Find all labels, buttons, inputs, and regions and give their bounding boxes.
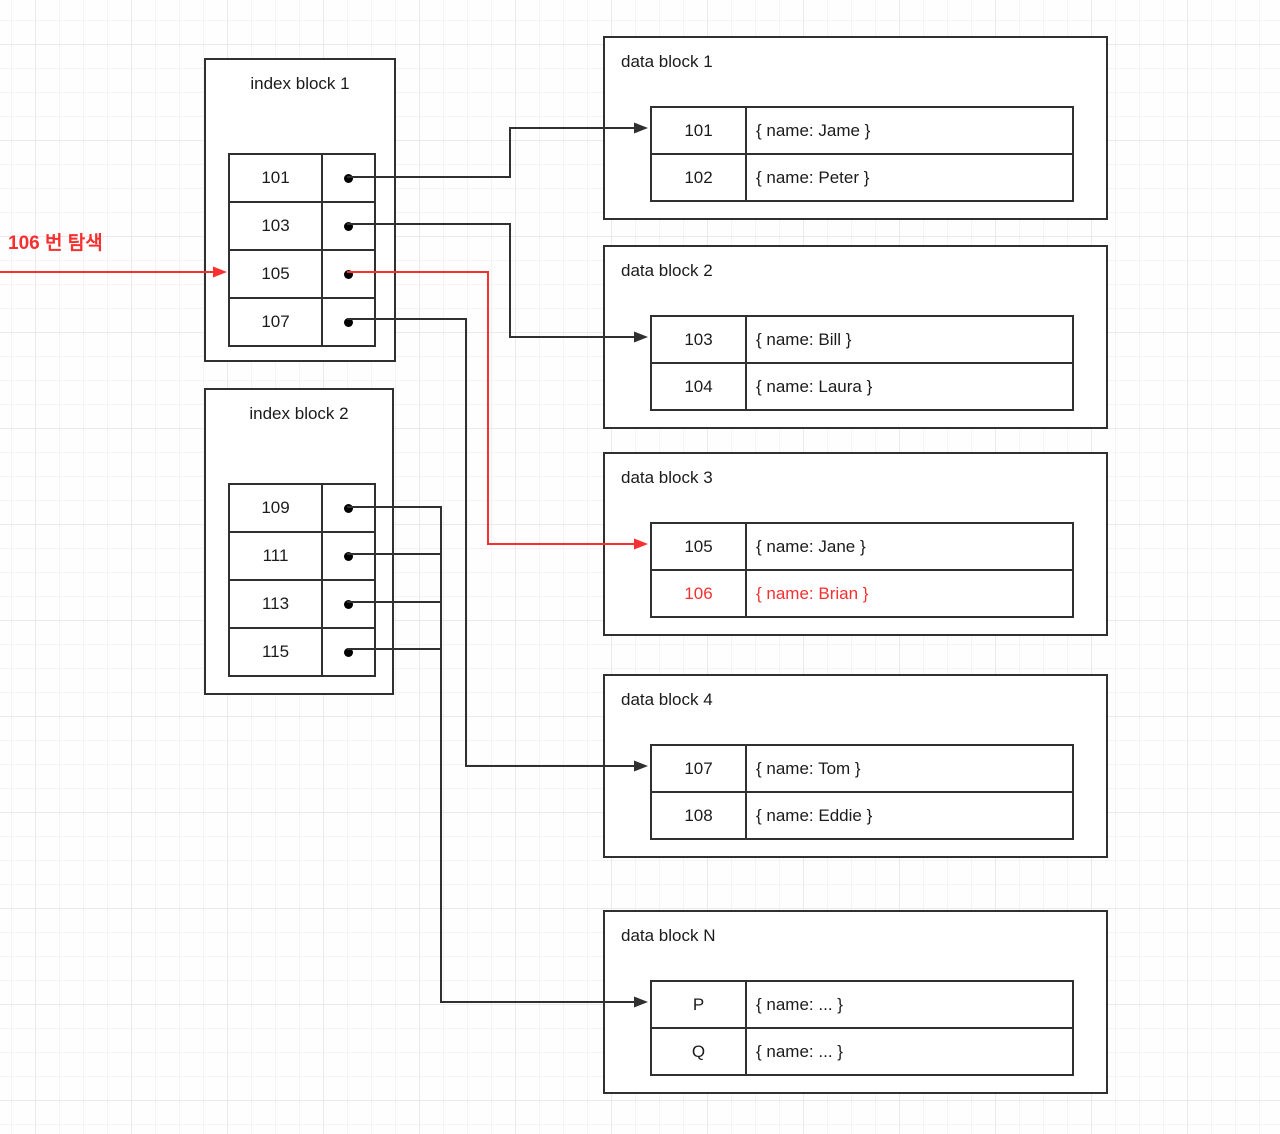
search-annotation-label: 106 번 탐색 [8, 233, 103, 254]
index-key: 107 [230, 299, 323, 345]
data-block-3-title: data block 3 [621, 468, 713, 487]
record-key: 106 [652, 571, 747, 616]
record-key: 107 [652, 746, 747, 791]
data-block-N-table: P { name: ... } Q { name: ... } [650, 980, 1074, 1076]
pointer-dot-icon [344, 221, 353, 231]
pointer-dot-icon [344, 503, 353, 513]
index-block-2: index block 2 109 111 113 115 [204, 388, 394, 695]
pointer-cell [323, 299, 374, 345]
index-key: 109 [230, 485, 323, 531]
index-row-101: 101 [230, 155, 374, 201]
data-block-1: data block 1 101 { name: Jame } 102 { na… [603, 36, 1108, 220]
data-block-4-table: 107 { name: Tom } 108 { name: Eddie } [650, 744, 1074, 840]
pointer-dot-icon [344, 647, 353, 657]
pointer-cell [323, 251, 374, 297]
record-value: { name: Brian } [756, 583, 869, 603]
data-row-104: 104 { name: Laura } [652, 362, 1072, 409]
index-row-111: 111 [230, 531, 374, 579]
record-value: { name: Tom } [756, 758, 861, 778]
index-block-2-title: index block 2 [249, 404, 349, 423]
pointer-cell [323, 485, 374, 531]
record-key: 104 [652, 364, 747, 409]
data-row-102: 102 { name: Peter } [652, 153, 1072, 200]
index-block-2-table: 109 111 113 115 [228, 483, 376, 677]
data-block-4-title: data block 4 [621, 690, 713, 709]
index-key: 111 [230, 533, 323, 579]
record-value: { name: Bill } [756, 329, 852, 349]
record-value: { name: Jane } [756, 536, 866, 556]
pointer-cell [323, 581, 374, 627]
pointer-dot-icon [344, 599, 353, 609]
record-key: 105 [652, 524, 747, 569]
index-row-113: 113 [230, 579, 374, 627]
index-key: 115 [230, 629, 323, 675]
data-block-1-title: data block 1 [621, 52, 713, 71]
data-block-3-table: 105 { name: Jane } 106 { name: Brian } [650, 522, 1074, 618]
data-row-106-highlighted: 106 { name: Brian } [652, 569, 1072, 616]
data-row-107: 107 { name: Tom } [652, 746, 1072, 791]
index-block-1-table: 101 103 105 107 [228, 153, 376, 347]
data-row-103: 103 { name: Bill } [652, 317, 1072, 362]
data-row-101: 101 { name: Jame } [652, 108, 1072, 153]
data-block-2-title: data block 2 [621, 261, 713, 280]
data-block-3: data block 3 105 { name: Jane } 106 { na… [603, 452, 1108, 636]
index-block-1: index block 1 101 103 105 107 [204, 58, 396, 362]
connector-search-annotation-to-index-105-red [0, 266, 227, 278]
data-block-4: data block 4 107 { name: Tom } 108 { nam… [603, 674, 1108, 858]
index-row-109: 109 [230, 485, 374, 531]
index-row-107: 107 [230, 297, 374, 345]
record-key: 102 [652, 155, 747, 200]
data-block-2-table: 103 { name: Bill } 104 { name: Laura } [650, 315, 1074, 411]
index-key: 103 [230, 203, 323, 249]
record-value: { name: Laura } [756, 376, 873, 396]
index-key: 113 [230, 581, 323, 627]
data-block-2: data block 2 103 { name: Bill } 104 { na… [603, 245, 1108, 429]
record-value: { name: ... } [756, 994, 843, 1014]
record-key: Q [652, 1029, 747, 1074]
index-key: 105 [230, 251, 323, 297]
pointer-cell [323, 155, 374, 201]
record-key: 103 [652, 317, 747, 362]
index-block-1-title: index block 1 [250, 74, 350, 93]
record-value: { name: Jame } [756, 120, 871, 140]
pointer-dot-icon [344, 173, 353, 183]
data-block-N-title: data block N [621, 926, 716, 945]
pointer-cell [323, 203, 374, 249]
record-key: 101 [652, 108, 747, 153]
data-row-108: 108 { name: Eddie } [652, 791, 1072, 838]
pointer-dot-icon [344, 317, 353, 327]
data-block-N: data block N P { name: ... } Q { name: .… [603, 910, 1108, 1094]
data-block-1-table: 101 { name: Jame } 102 { name: Peter } [650, 106, 1074, 202]
record-key: P [652, 982, 747, 1027]
data-row-P: P { name: ... } [652, 982, 1072, 1027]
pointer-dot-icon [344, 551, 353, 561]
record-value: { name: Eddie } [756, 805, 873, 825]
record-value: { name: Peter } [756, 167, 870, 187]
data-row-105: 105 { name: Jane } [652, 524, 1072, 569]
pointer-cell [323, 533, 374, 579]
pointer-dot-icon [344, 269, 353, 279]
index-row-115: 115 [230, 627, 374, 675]
index-row-103: 103 [230, 201, 374, 249]
pointer-cell [323, 629, 374, 675]
record-key: 108 [652, 793, 747, 838]
record-value: { name: ... } [756, 1041, 843, 1061]
index-row-105: 105 [230, 249, 374, 297]
data-row-Q: Q { name: ... } [652, 1027, 1072, 1074]
index-key: 101 [230, 155, 323, 201]
